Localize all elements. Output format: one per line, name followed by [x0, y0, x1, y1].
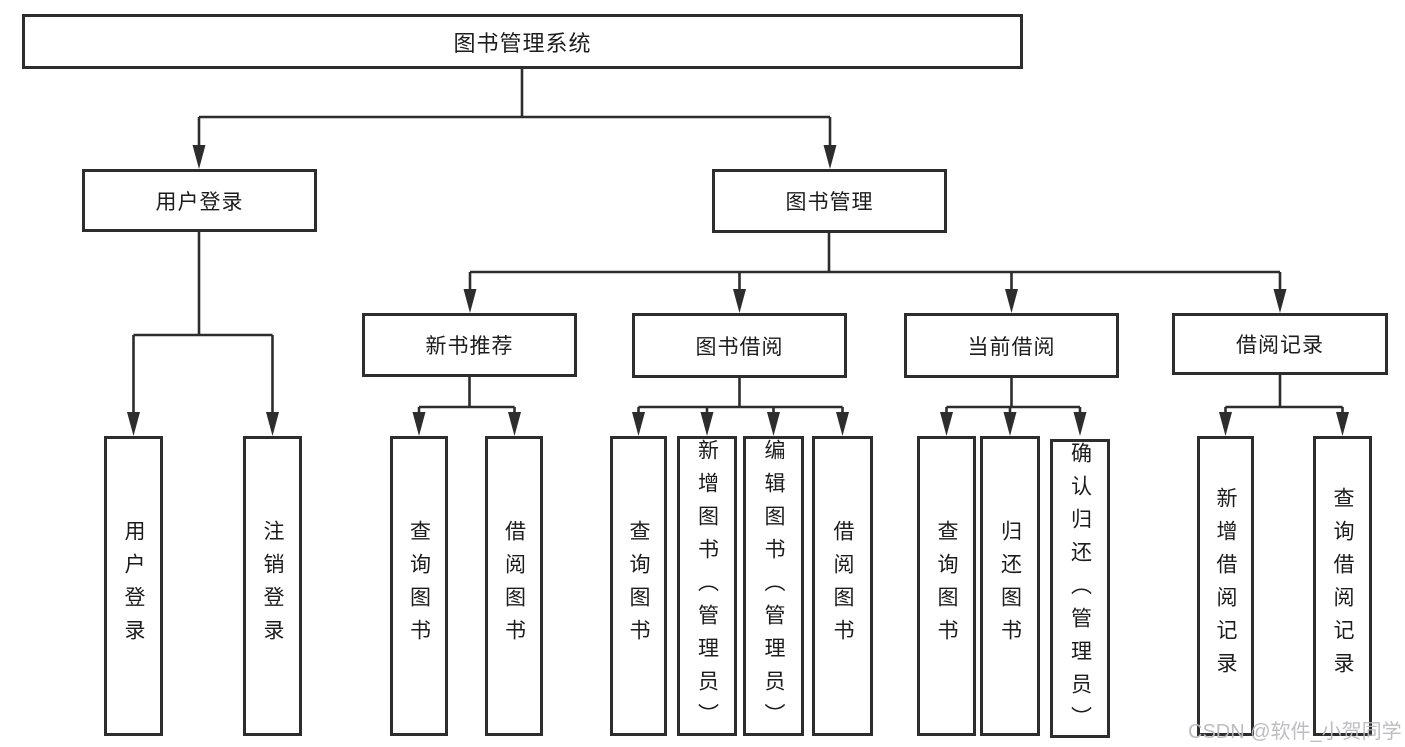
leaf-return-books: 归还图书 — [980, 436, 1040, 736]
leaf-add-books-admin: 新增图书（管理员） — [677, 436, 737, 736]
node-user-login: 用户登录 — [82, 169, 317, 232]
leaf-query-borrow-record-label: 查询借阅记录 — [1331, 487, 1354, 685]
node-new-book-recommendation: 新书推荐 — [362, 313, 577, 377]
leaf-edit-books-admin-label: 编辑图书（管理员） — [762, 439, 785, 736]
leaf-current-query-books: 查询图书 — [917, 436, 976, 736]
leaf-borrowing-borrow-books-label: 借阅图书 — [831, 520, 854, 652]
leaf-add-books-admin-label: 新增图书（管理员） — [695, 439, 719, 736]
leaf-borrowing-query-books-label: 查询图书 — [627, 520, 650, 652]
leaf-confirm-return-admin: 确认归还（管理员） — [1050, 439, 1110, 739]
node-book-management: 图书管理 — [712, 169, 947, 233]
leaf-add-borrow-record-label: 新增借阅记录 — [1214, 487, 1237, 685]
leaf-recommend-borrow-books-label: 借阅图书 — [502, 520, 526, 652]
connector-current-borrowing-children — [940, 378, 1087, 436]
connector-root-to-level2 — [192, 69, 837, 169]
leaf-recommend-borrow-books: 借阅图书 — [485, 436, 543, 736]
leaf-borrowing-query-books: 查询图书 — [610, 436, 667, 736]
leaf-recommend-query-books-label: 查询图书 — [407, 520, 431, 652]
node-borrowing-records: 借阅记录 — [1172, 313, 1388, 375]
leaf-borrowing-borrow-books: 借阅图书 — [812, 436, 873, 736]
leaf-logout-label: 注销登录 — [261, 520, 284, 652]
leaf-add-borrow-record: 新增借阅记录 — [1197, 436, 1254, 736]
node-book-borrowing: 图书借阅 — [632, 313, 847, 378]
leaf-user-login-label: 用户登录 — [122, 520, 145, 652]
node-library-management-system: 图书管理系统 — [22, 14, 1023, 69]
leaf-edit-books-admin: 编辑图书（管理员） — [743, 436, 804, 736]
leaf-logout: 注销登录 — [243, 436, 302, 736]
csdn-watermark: CSDN @软件_小贺同学 — [1188, 721, 1402, 743]
leaf-confirm-return-admin-label: 确认归还（管理员） — [1068, 442, 1092, 739]
leaf-recommend-query-books: 查询图书 — [390, 436, 448, 736]
connector-book-management-children — [463, 233, 1287, 313]
leaf-return-books-label: 归还图书 — [998, 520, 1022, 652]
leaf-query-borrow-record: 查询借阅记录 — [1313, 436, 1372, 736]
leaf-current-query-books-label: 查询图书 — [935, 520, 958, 652]
node-current-borrowing: 当前借阅 — [904, 313, 1119, 378]
connector-user-login-children — [127, 232, 279, 436]
connector-new-book-recommendation-children — [412, 377, 521, 436]
connector-borrowing-records-children — [1219, 375, 1349, 436]
connector-book-borrowing-children — [632, 378, 849, 436]
leaf-user-login: 用户登录 — [104, 436, 163, 736]
